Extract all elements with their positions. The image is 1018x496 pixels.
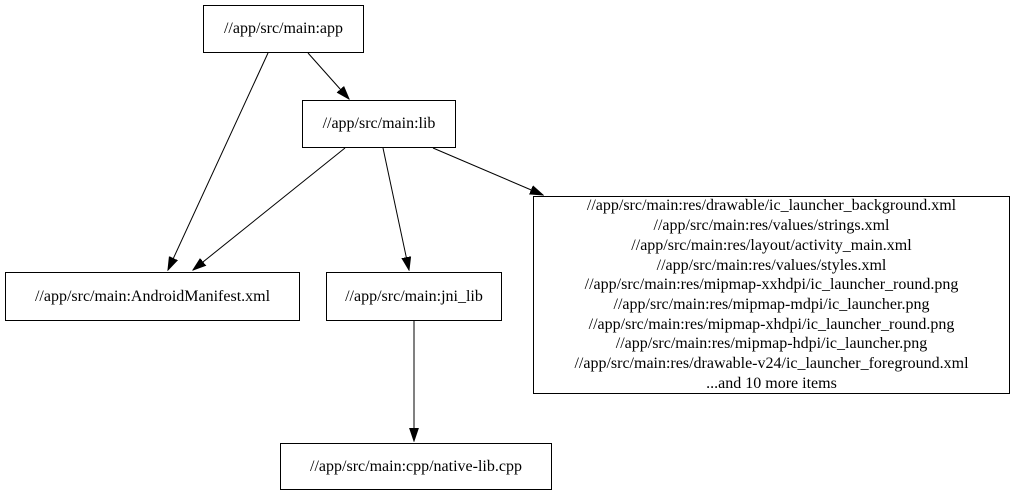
edge-app-to-lib xyxy=(307,52,349,99)
node-res-group-line: //app/src/main:res/drawable/ic_launcher_… xyxy=(586,197,957,215)
node-res-group-line: //app/src/main:res/mipmap-mdpi/ic_launch… xyxy=(613,296,930,313)
node-android-manifest: //app/src/main:AndroidManifest.xml xyxy=(5,272,300,321)
node-app-label: //app/src/main:app xyxy=(223,20,344,38)
edge-lib-to-jni-lib xyxy=(382,147,409,270)
edge-lib-to-manifest xyxy=(193,147,346,270)
node-res-group-more-items: ...and 10 more items xyxy=(706,374,837,392)
node-lib: //app/src/main:lib xyxy=(302,100,456,148)
node-lib-label: //app/src/main:lib xyxy=(322,115,436,133)
node-res-group-line: //app/src/main:res/drawable-v24/ic_launc… xyxy=(574,355,969,373)
node-native-cpp-label: //app/src/main:cpp/native-lib.cpp xyxy=(310,457,522,475)
edge-lib-to-res-group xyxy=(432,147,543,195)
node-res-group-line: //app/src/main:res/values/strings.xml xyxy=(653,217,890,235)
node-res-group: //app/src/main:res/drawable/ic_launcher_… xyxy=(533,196,1010,394)
node-res-group-line: //app/src/main:res/values/styles.xml xyxy=(656,256,887,274)
node-res-group-line: //app/src/main:res/mipmap-xhdpi/ic_launc… xyxy=(588,315,955,333)
node-res-group-line: //app/src/main:res/mipmap-xxhdpi/ic_laun… xyxy=(584,276,959,294)
node-jni-lib-label: //app/src/main:jni_lib xyxy=(345,287,483,305)
node-res-group-line: //app/src/main:res/mipmap-hdpi/ic_launch… xyxy=(615,335,928,353)
edge-app-to-manifest xyxy=(168,52,269,270)
node-app: //app/src/main:app xyxy=(203,5,364,53)
node-res-group-line: //app/src/main:res/layout/activity_main.… xyxy=(631,236,912,254)
node-jni-lib: //app/src/main:jni_lib xyxy=(326,272,502,321)
node-android-manifest-label: //app/src/main:AndroidManifest.xml xyxy=(34,287,271,305)
node-native-cpp: //app/src/main:cpp/native-lib.cpp xyxy=(280,443,552,490)
